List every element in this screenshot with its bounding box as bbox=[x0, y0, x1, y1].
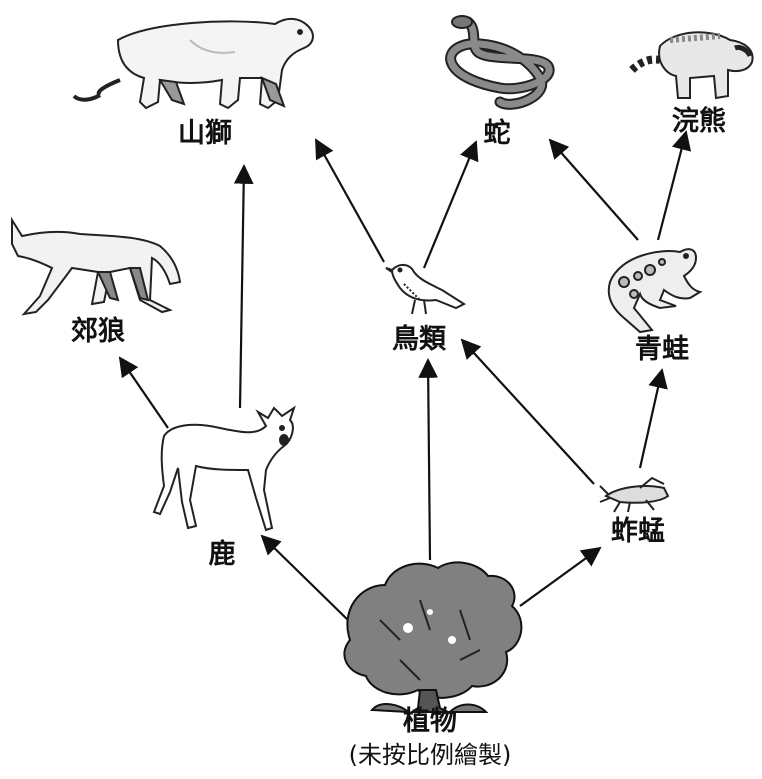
coyote-icon bbox=[11, 216, 182, 316]
frog-icon bbox=[607, 248, 703, 334]
scale-note: (未按比例繪製) bbox=[348, 741, 512, 769]
cougar-icon bbox=[72, 18, 314, 110]
arrow-grasshopper-to-bird bbox=[460, 338, 595, 485]
raccoon-label: 浣熊 bbox=[672, 106, 726, 137]
arrow-plant-to-deer bbox=[260, 534, 351, 623]
arrow-grasshopper-to-frog bbox=[638, 368, 668, 469]
grasshopper-icon bbox=[599, 476, 670, 513]
bird-label: 鳥類 bbox=[392, 324, 446, 355]
cougar-label: 山獅 bbox=[178, 118, 232, 149]
arrow-bird-to-snake bbox=[422, 140, 479, 269]
arrow-plant-to-grasshopper bbox=[519, 546, 602, 607]
arrow-plant-to-bird bbox=[418, 358, 439, 561]
plant-label: 植物 bbox=[403, 706, 457, 737]
raccoon-icon bbox=[629, 31, 754, 100]
tree-icon bbox=[343, 561, 523, 714]
arrow-layer bbox=[118, 130, 692, 623]
snake-label: 蛇 bbox=[483, 118, 511, 149]
deer-label: 鹿 bbox=[208, 539, 236, 570]
deer-icon bbox=[152, 405, 296, 532]
arrow-deer-to-cougar bbox=[233, 164, 254, 409]
frog-label: 青蛙 bbox=[635, 334, 689, 365]
grasshopper-label: 蚱蜢 bbox=[611, 516, 665, 547]
arrow-frog-to-snake bbox=[548, 138, 639, 241]
arrow-deer-to-coyote bbox=[118, 356, 169, 429]
coyote-label: 郊狼 bbox=[71, 316, 125, 347]
arrow-bird-to-cougar bbox=[315, 138, 385, 263]
snake-icon bbox=[445, 15, 555, 110]
arrow-frog-to-raccoon bbox=[656, 130, 692, 241]
bird-icon bbox=[385, 264, 467, 315]
